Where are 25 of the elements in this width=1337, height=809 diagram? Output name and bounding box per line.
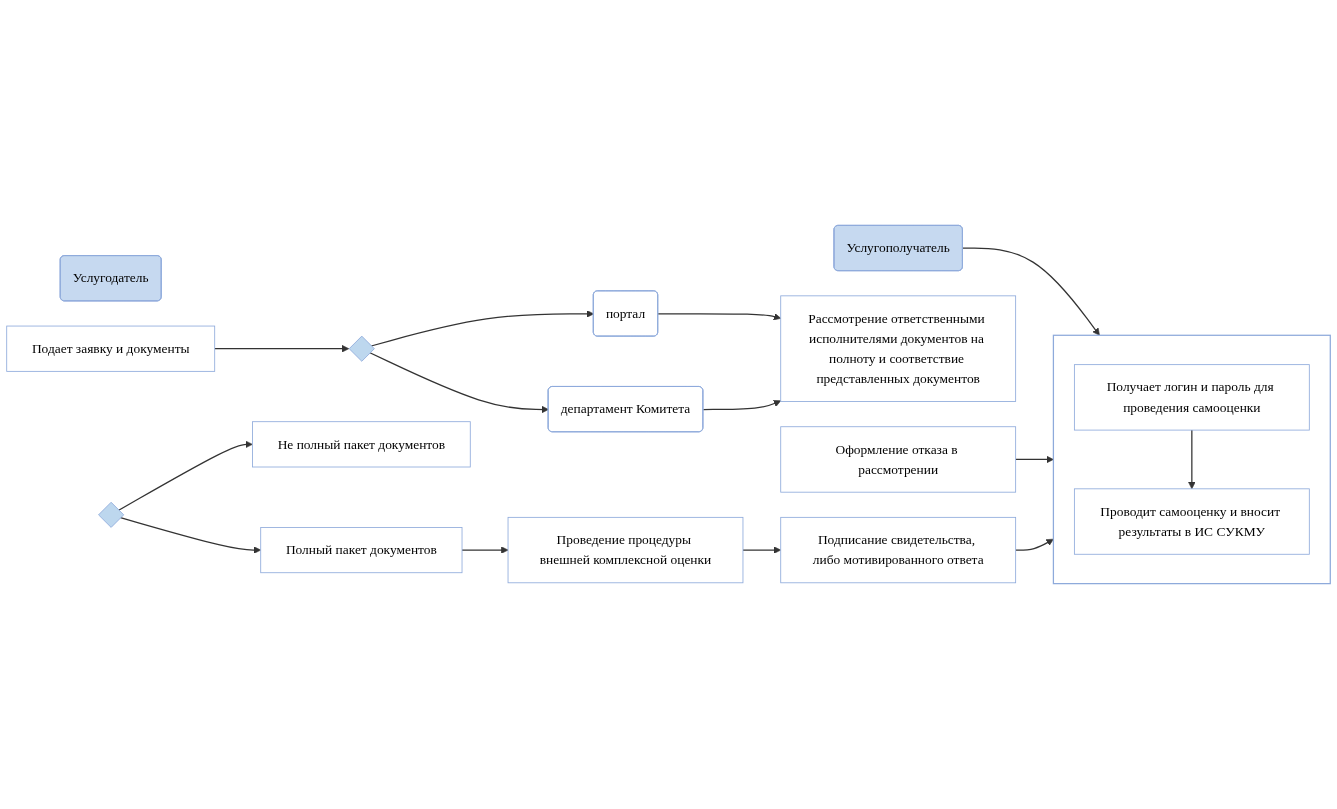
arrow <box>1188 429 1196 490</box>
node-box: Оформление отказа в рассмотрении <box>780 426 1017 493</box>
arrow <box>119 517 262 554</box>
node-box: Проведение процедуры внешней комплексной оценки <box>507 516 744 584</box>
node-box: Подает заявку и документы <box>6 325 216 372</box>
node-box: Не полный пакет документов <box>252 421 471 468</box>
arrow <box>742 546 782 554</box>
arrow <box>702 400 782 411</box>
node-box: Рассмотрение ответственными исполнителями документов на полноту и соответствие представленных документов <box>780 295 1017 402</box>
arrow <box>1015 455 1054 464</box>
node-box: Полный пакет документов <box>260 527 463 574</box>
node-box: Подписание свидетельства, либо мотивированного ответа <box>780 516 1017 584</box>
node-diamond <box>98 501 125 528</box>
arrow <box>657 313 782 321</box>
arrow <box>370 310 595 347</box>
arrow <box>1015 538 1054 551</box>
node-diamond <box>348 335 375 362</box>
cluster <box>1052 334 1331 585</box>
arrow <box>118 440 253 511</box>
node-box: Получает логин и пароль для проведения самооценки <box>1073 364 1310 431</box>
arrow <box>369 352 549 414</box>
node-box: Проводит самооценку и вносит результаты в ИС СУКМУ <box>1073 488 1310 555</box>
arrow <box>461 546 509 554</box>
arrow <box>214 345 350 353</box>
arrow <box>961 247 1100 336</box>
